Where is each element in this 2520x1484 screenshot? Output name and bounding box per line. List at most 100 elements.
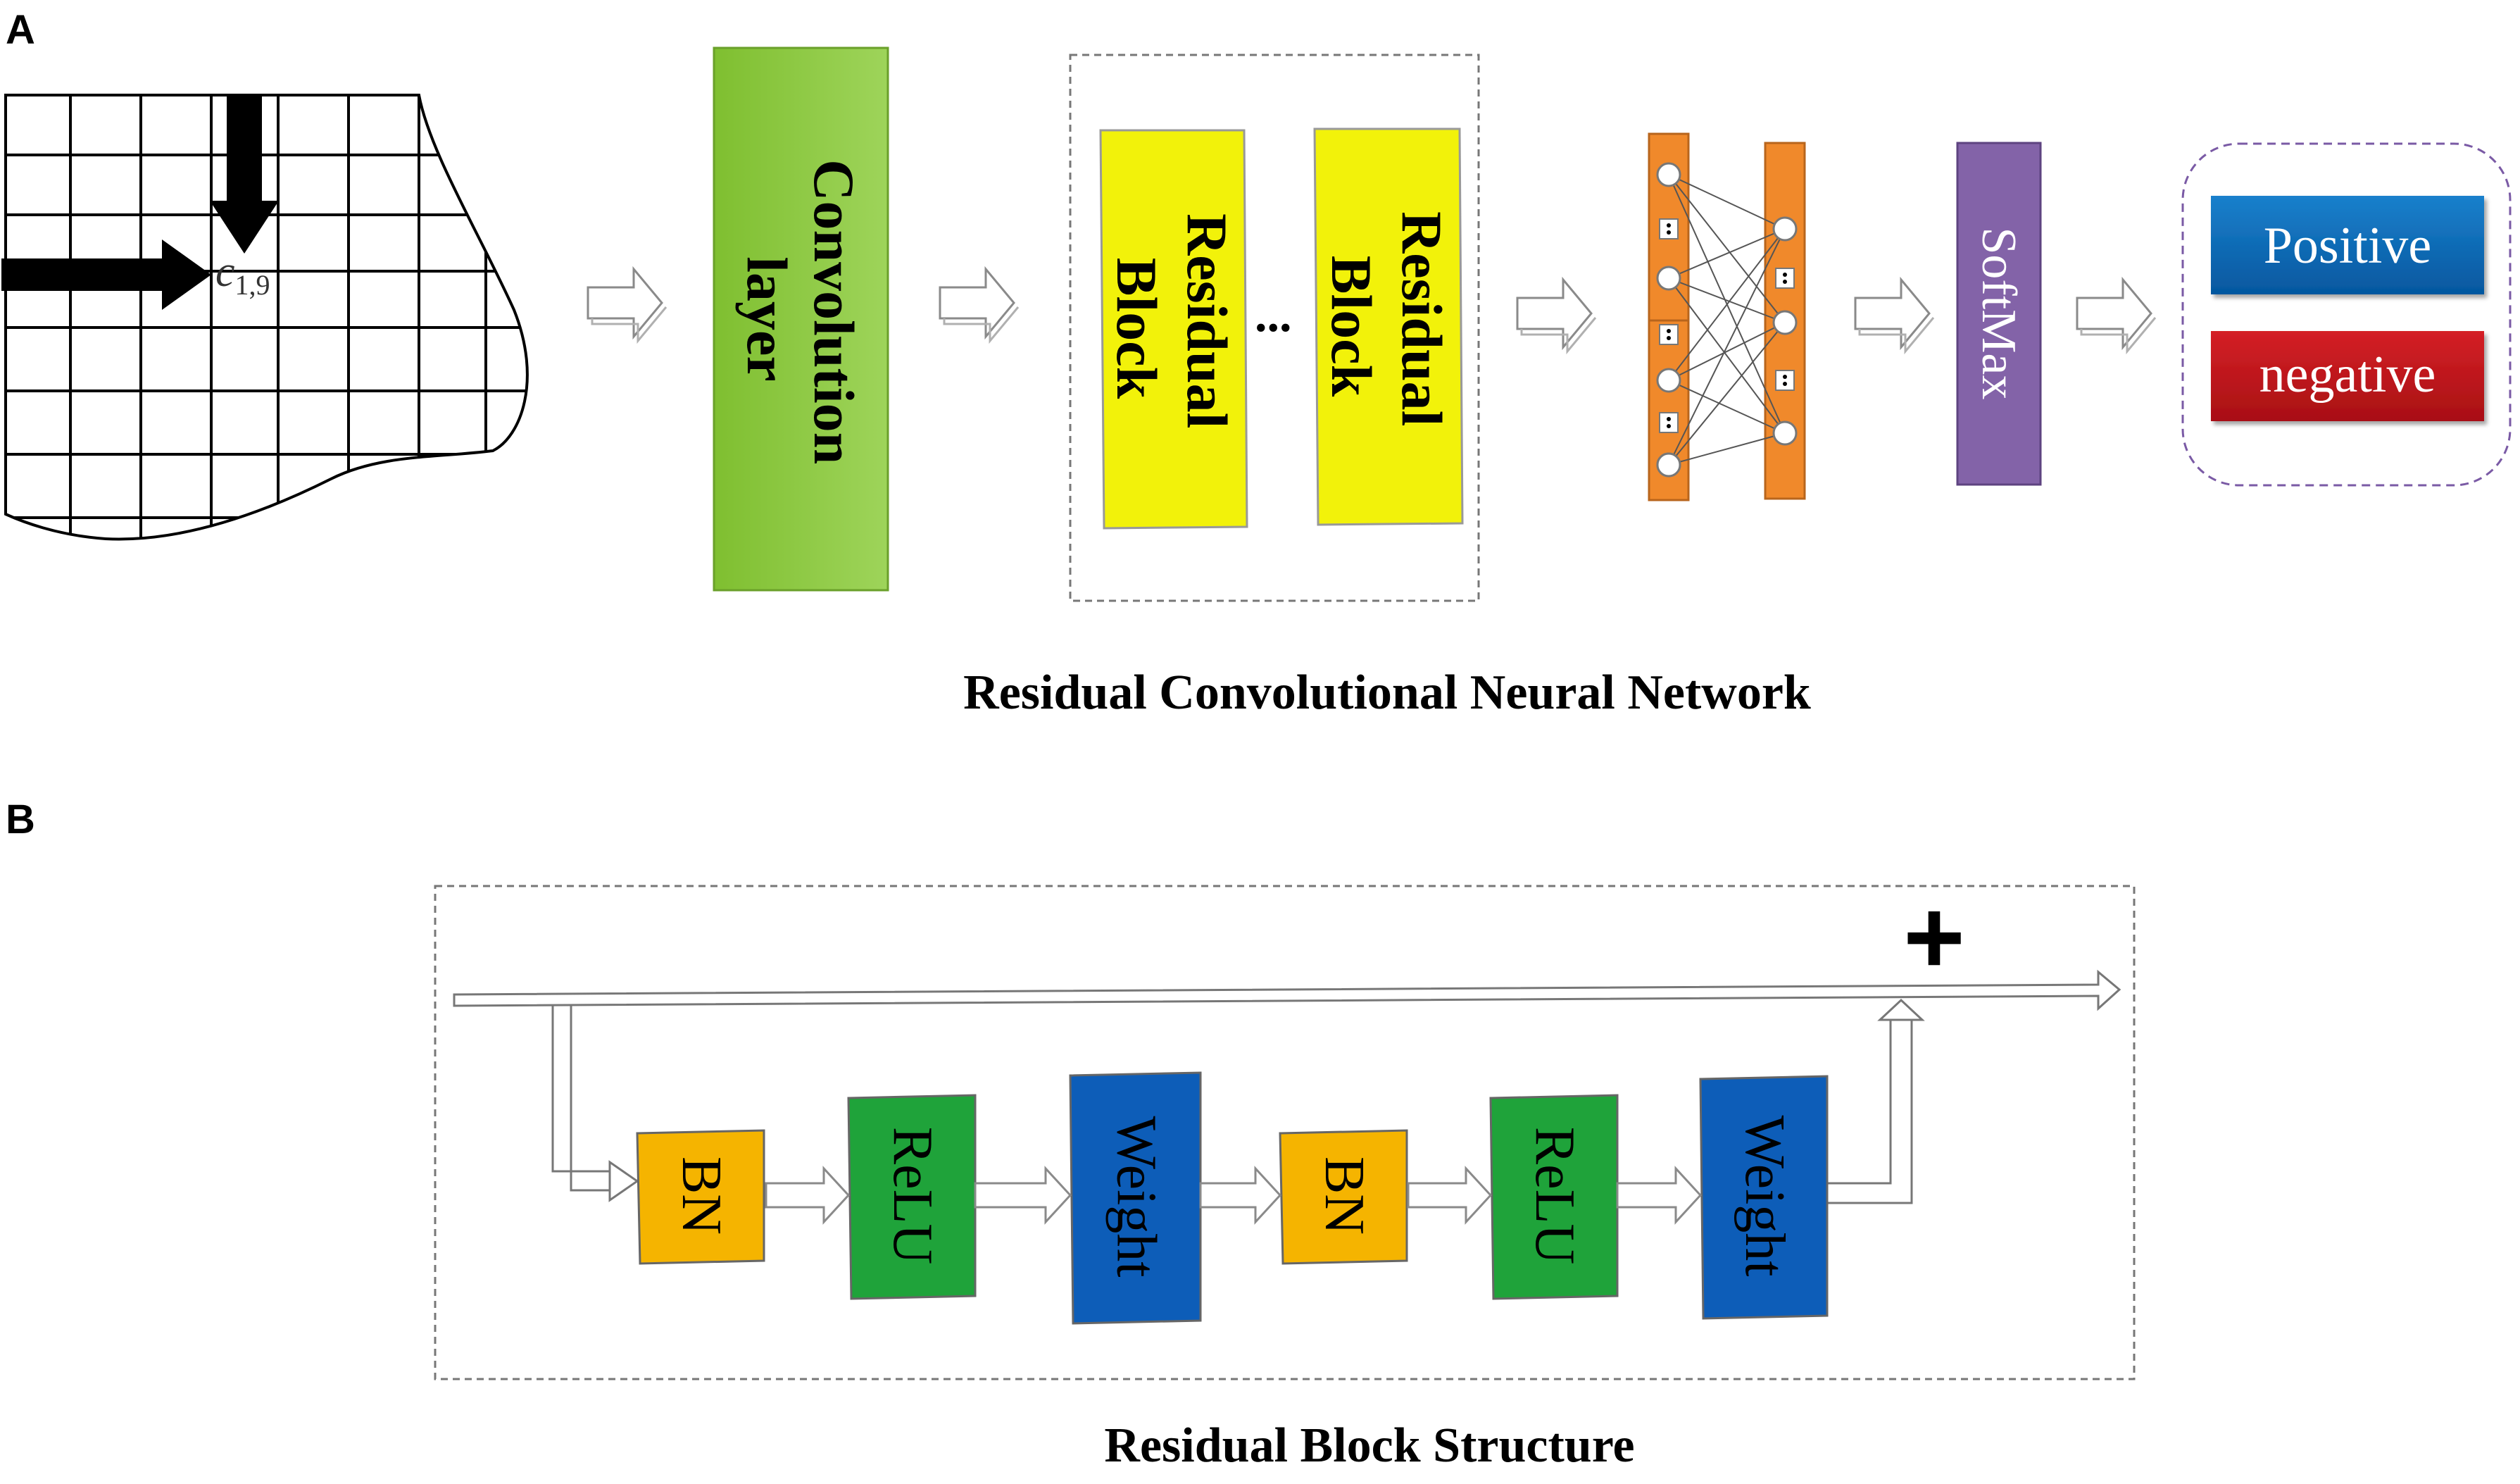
- horizontal-arrow-shaft: [1, 258, 162, 291]
- fc-node: [1772, 310, 1798, 335]
- skip-branch-down-inner: [570, 1006, 610, 1192]
- skip-merge-up-inner: [1827, 1020, 1913, 1204]
- arrow-residual-to-fc: [1516, 276, 1593, 351]
- arrow-conv-to-residual-shadow: [943, 306, 1020, 344]
- fc-ellipsis-dot: [1783, 273, 1787, 277]
- fc-ellipsis-dot: [1667, 223, 1671, 227]
- stage-arrows: [587, 266, 2157, 355]
- fc-ellipsis-marker: [1659, 218, 1679, 239]
- fc-node: [1656, 452, 1681, 478]
- skip-branch-down-head: [608, 1160, 639, 1202]
- fc-node: [1772, 420, 1798, 446]
- fc-connection: [1668, 278, 1786, 323]
- positive-label: Positive: [2264, 217, 2431, 275]
- negative-label: negative: [2259, 346, 2436, 404]
- output-group: [2181, 142, 2512, 487]
- arrow-bn-to-relu-2: [1407, 1166, 1493, 1225]
- layer-block-weight: Weight: [1699, 1075, 1829, 1320]
- fc-ellipsis-dot: [1667, 424, 1671, 428]
- residual-ellipsis: ...: [1255, 288, 1292, 342]
- fc-connection: [1668, 174, 1786, 230]
- panel-b-caption: Residual Block Structure: [1104, 1418, 1634, 1473]
- vertical-arrow-shaft: [227, 95, 262, 201]
- residual-block-1-label-line1: Residual: [1175, 213, 1239, 428]
- skip-merge-up: [1827, 1020, 1892, 1185]
- layer-block-bn: BN: [636, 1129, 765, 1265]
- panel-b-letter: B: [6, 797, 35, 842]
- panel-a-letter: A: [6, 7, 35, 53]
- arrow-weight-to-bn-2: [1199, 1166, 1282, 1225]
- fc-connection: [1668, 228, 1786, 381]
- layer-block-box: [1699, 1075, 1829, 1320]
- residual-block-2-label-line2: Block: [1319, 256, 1384, 397]
- fc-connections: [1668, 174, 1786, 466]
- fc-node: [1772, 216, 1798, 242]
- arrow-bn-to-relu-1: [765, 1166, 851, 1225]
- fc-ellipsis-dot: [1667, 336, 1671, 340]
- fc-connection: [1668, 228, 1786, 279]
- fc-column-left: [1648, 132, 1690, 501]
- fc-ellipsis-dot: [1783, 382, 1787, 386]
- residual-block-1-label-line2: Block: [1105, 258, 1169, 399]
- skip-connection: [453, 969, 2121, 1204]
- skip-connection-arrow: [453, 969, 2121, 1011]
- input-grid: [4, 94, 529, 541]
- grid-cell-label-base: c: [215, 248, 235, 296]
- fc-connection: [1668, 322, 1786, 466]
- convolution-layer-box: [713, 46, 889, 592]
- residual-block-2-label: Residual Block: [1319, 211, 1454, 441]
- layer-block-box: [636, 1129, 765, 1265]
- fc-node: [1656, 162, 1681, 187]
- fc-ellipsis-marker: [1775, 370, 1795, 391]
- fc-ellipsis-marker: [1659, 412, 1679, 433]
- residual-block-frame: [434, 885, 2136, 1380]
- layer-block-box: [1279, 1129, 1408, 1265]
- horizontal-arrow-head: [162, 239, 211, 310]
- negative-output: [2211, 331, 2484, 421]
- residual-block-2-label-line1: Residual: [1390, 211, 1454, 426]
- fc-node: [1656, 266, 1681, 291]
- fc-connection: [1668, 380, 1786, 434]
- fc-ellipsis-dot: [1667, 230, 1671, 235]
- grid-cell-label-sub: 1,9: [235, 269, 270, 301]
- softmax-label: SoftMax: [1972, 227, 2026, 400]
- positive-output: [2211, 196, 2484, 294]
- fc-ellipsis-dot: [1783, 375, 1787, 379]
- grid-arrows: [1, 95, 279, 310]
- grid-outline: [4, 94, 529, 541]
- plus-symbol: +: [1903, 878, 1965, 996]
- fully-connected-layer: [1648, 132, 1806, 501]
- layer-block-label: BN: [670, 1156, 732, 1235]
- layer-block-relu: ReLU: [1489, 1094, 1619, 1300]
- residual-block-2: [1313, 127, 1464, 526]
- fc-connection: [1668, 278, 1786, 434]
- fc-connection: [1668, 432, 1786, 466]
- fc-ellipsis-dot: [1667, 329, 1671, 333]
- fc-connection: [1668, 228, 1786, 466]
- residual-block-1: [1099, 129, 1248, 530]
- layer-block-box: [1489, 1094, 1619, 1300]
- arrow-softmax-to-output: [2076, 276, 2152, 351]
- arrow-conv-to-residual: [939, 266, 1015, 340]
- arrow-relu-to-weight-1: [974, 1166, 1072, 1225]
- panel-a-caption: Residual Convolutional Neural Network: [963, 666, 1811, 720]
- convolution-label-line1: Convolution: [802, 159, 866, 464]
- residual-blocks-group: [1069, 54, 1480, 602]
- fc-nodes: [1656, 162, 1798, 478]
- layer-block-label: BN: [1313, 1156, 1375, 1235]
- fc-ellipsis-marker: [1775, 268, 1795, 289]
- fc-connection: [1668, 174, 1786, 323]
- softmax-box: [1956, 142, 2042, 486]
- vertical-arrow-head: [210, 201, 279, 254]
- layer-block-label: Weight: [1734, 1115, 1795, 1276]
- layer-block-label: Weight: [1105, 1116, 1167, 1277]
- arrow-grid-to-conv: [587, 266, 663, 340]
- layer-block-weight: Weight: [1069, 1071, 1202, 1325]
- layer-block-bn: BN: [1279, 1129, 1408, 1265]
- convolution-label-line2: layer: [735, 256, 799, 382]
- arrow-relu-to-weight-2: [1616, 1166, 1703, 1225]
- layer-block-relu: ReLU: [847, 1094, 977, 1300]
- arrow-fc-to-softmax-shadow: [1858, 317, 1935, 355]
- arrow-fc-to-softmax: [1854, 276, 1931, 351]
- skip-merge-up-head: [1877, 998, 1925, 1021]
